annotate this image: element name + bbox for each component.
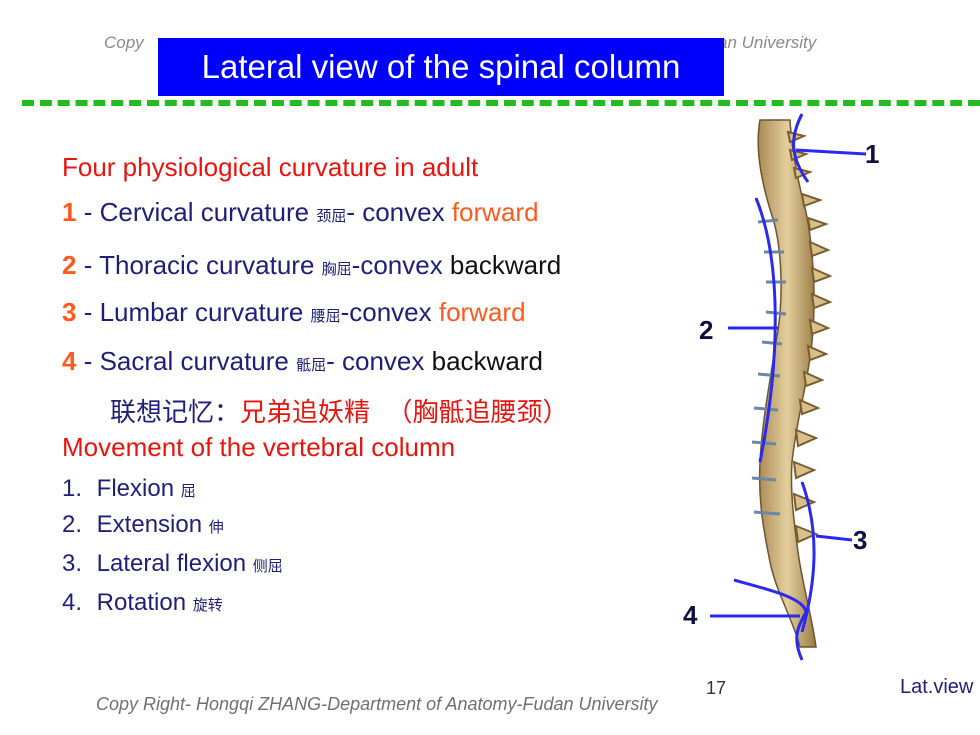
spine-label-3: 3: [853, 525, 868, 555]
movement-item-3: 3. Lateral flexion 侧屈: [62, 550, 283, 578]
curvature-text: Thoracic curvature: [99, 250, 322, 280]
figure-caption: Lat.view: [900, 676, 974, 698]
movement-cn: 侧屈: [252, 557, 283, 575]
curvature-sep: -: [76, 250, 100, 280]
spine-label-2: 2: [699, 315, 714, 345]
spine-illustration: [710, 113, 867, 661]
movement-item-1: 1. Flexion 屈: [62, 475, 196, 503]
curvature-text2: - convex: [326, 346, 432, 376]
movement-number: 1.: [62, 475, 83, 502]
movement-cn: 屈: [180, 482, 196, 500]
copyright-left-fragment: Copy: [104, 33, 144, 52]
curvature-sep: -: [76, 346, 100, 376]
curvature-heading: Four physiological curvature in adult: [62, 152, 479, 182]
curvature-text: Sacral curvature: [99, 346, 297, 376]
movement-heading: Movement of the vertebral column: [62, 432, 456, 462]
movement-text: Extension: [96, 511, 209, 538]
copyright-right-fragment: an University: [718, 33, 817, 52]
movement-number: 4.: [62, 589, 83, 616]
curvature-sep: -: [76, 297, 100, 327]
curvature-text: Cervical curvature: [99, 197, 317, 227]
curvature-text2: -convex: [340, 297, 439, 327]
curvature-direction: backward: [449, 250, 562, 280]
movement-text: Lateral flexion: [96, 550, 253, 577]
curvature-cn: 骶屈: [296, 356, 327, 374]
movement-cn: 伸: [208, 518, 224, 536]
curvature-sep: -: [76, 197, 100, 227]
curvature-direction: forward: [438, 297, 526, 327]
movement-text: Rotation: [96, 589, 193, 616]
movement-item-2: 2. Extension 伸: [62, 511, 224, 539]
curvature-cn: 颈屈: [316, 207, 347, 225]
curvature-number: 3: [62, 297, 77, 327]
curvature-number: 4: [62, 346, 77, 376]
curvature-item-2: 2 - Thoracic curvature 胸屈-convex backwar…: [62, 250, 561, 281]
curvature-item-3: 3 - Lumbar curvature 腰屈-convex forward: [62, 297, 526, 328]
copyright-footer: Copy Right- Hongqi ZHANG-Department of A…: [96, 694, 658, 714]
curvature-item-1: 1 - Cervical curvature 颈屈- convex forwar…: [62, 197, 539, 228]
curvature-direction: backward: [431, 346, 543, 376]
curvature-cn: 腰屈: [310, 307, 341, 325]
dashed-divider: [22, 100, 980, 106]
curvature-text: Lumbar curvature: [99, 297, 311, 327]
curvature-markers: [733, 113, 816, 661]
spine-label-1: 1: [865, 139, 880, 169]
page-number: 17: [706, 678, 727, 698]
curvature-text2: -convex: [351, 250, 450, 280]
movement-cn: 旋转: [192, 596, 223, 614]
copyright-watermark-top: Copy an University: [104, 33, 864, 53]
label-leaders: [710, 148, 867, 618]
movement-item-4: 4. Rotation 旋转: [62, 589, 223, 617]
spine-label-4: 4: [683, 600, 698, 630]
curvature-text2: - convex: [346, 197, 452, 227]
movement-number: 3.: [62, 550, 83, 577]
movement-number: 2.: [62, 511, 83, 538]
curvature-cn: 胸屈: [321, 260, 352, 278]
slide-title: Lateral view of the spinal column: [158, 38, 724, 96]
mnemonic-line: 联想记忆：兄弟追妖精 （胸骶追腰颈）: [110, 392, 569, 429]
curvature-number: 2: [62, 250, 77, 280]
mnemonic-text: 兄弟追妖精 （胸骶追腰颈）: [240, 398, 569, 428]
curvature-number: 1: [62, 197, 77, 227]
mnemonic-label: 联想记忆：: [110, 398, 241, 428]
curvature-direction: forward: [451, 197, 539, 227]
spinous-processes: [786, 130, 833, 544]
curvature-item-4: 4 - Sacral curvature 骶屈- convex backward: [62, 346, 543, 377]
movement-text: Flexion: [96, 475, 181, 502]
